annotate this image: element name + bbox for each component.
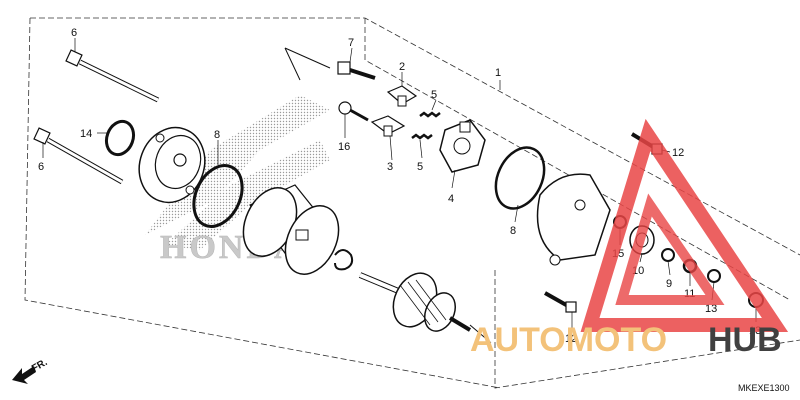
callout-12-upper: 12: [672, 147, 684, 159]
front-direction-marker: FR.: [12, 357, 50, 384]
bolt-12-lower: [544, 291, 577, 313]
callout-3: 3: [387, 161, 393, 173]
screw-16: [338, 101, 369, 122]
brush-plate-4: [439, 119, 486, 173]
front-marker-text: FR.: [30, 357, 50, 375]
direction-arrow-top: [284, 47, 331, 81]
o-ring-14: [104, 119, 136, 157]
o-ring-8-right: [494, 146, 546, 210]
callout-5-upper: 5: [431, 89, 437, 101]
snap-ring: [334, 249, 354, 271]
long-bolt-upper: [65, 49, 160, 103]
callout-2: 2: [399, 61, 405, 73]
o-ring-8-left: [192, 164, 244, 228]
watermark-text-part1: AUTOMOTO: [470, 321, 667, 359]
callout-6-upper: 6: [71, 27, 77, 39]
callout-11: 11: [684, 288, 695, 300]
brush-holder-3: [370, 115, 406, 137]
front-cover: [138, 126, 206, 204]
bolt-7: [337, 61, 376, 80]
group-outline-inner: [364, 18, 791, 301]
spring-5-lower: [411, 133, 433, 140]
callout-8-right: 8: [510, 225, 516, 237]
callout-12-lower: 12: [565, 333, 577, 345]
rear-cover: [536, 173, 611, 266]
callout-1: 1: [495, 67, 501, 79]
group-outline-left: [24, 17, 501, 389]
long-bolt-lower: [33, 127, 124, 185]
watermark-text-part2: HUB: [708, 321, 782, 359]
motor-case: [242, 184, 340, 275]
callout-14: 14: [80, 128, 92, 140]
watermark-triangle-inner: [615, 193, 725, 305]
callout-5-lower: 5: [417, 161, 423, 173]
callout-labels: 1 2 3 4 5 5 6 6 7 8 8 9 10 11 12 12 13 1…: [38, 27, 761, 345]
diagram-code: MKEXE1300: [738, 383, 790, 393]
direction-arrow-bottom: [469, 324, 492, 343]
nut-13-upper: [707, 269, 721, 283]
callout-7: 7: [348, 37, 354, 49]
callout-4: 4: [448, 193, 454, 205]
washer-9: [661, 248, 675, 262]
watermark-triangle-outer: [580, 118, 789, 332]
armature: [358, 272, 472, 332]
spring-5-upper: [419, 111, 441, 118]
brush-holder-2: [386, 85, 418, 107]
callout-9: 9: [666, 278, 672, 290]
callout-13-upper: 13: [705, 303, 717, 315]
callout-6-lower: 6: [38, 161, 44, 173]
automotohub-watermark: AUTOMOTO HUB: [470, 118, 789, 359]
group-outline-bottom: [494, 270, 800, 389]
callout-16: 16: [338, 141, 350, 153]
callout-8-left: 8: [214, 129, 220, 141]
